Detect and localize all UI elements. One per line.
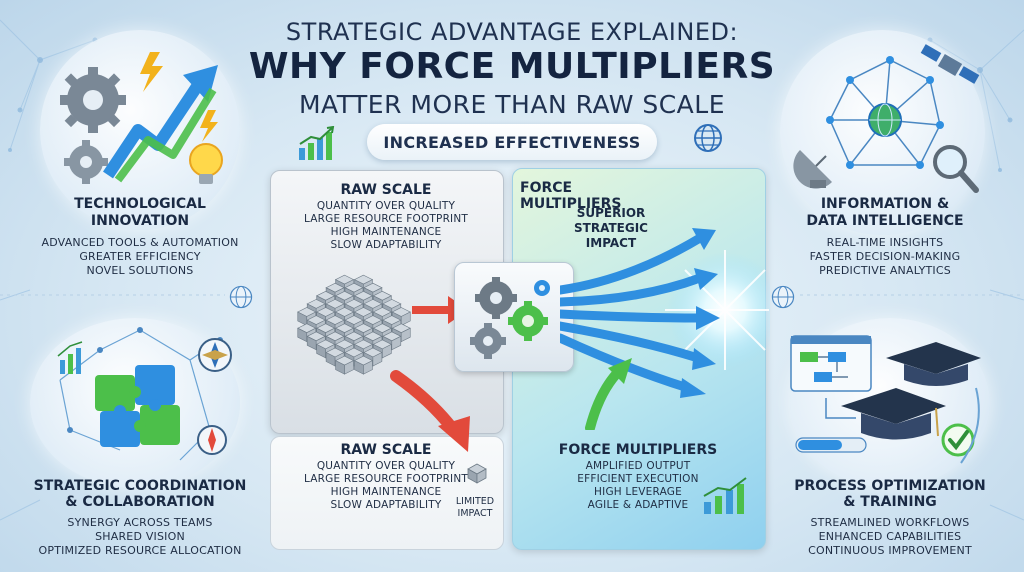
coord-title-1: STRATEGIC COORDINATION xyxy=(33,478,247,494)
raw-scale-item: HIGH MAINTENANCE xyxy=(330,486,442,498)
impact-line: STRATEGIC xyxy=(574,221,648,235)
graduation-cap-icon xyxy=(886,342,981,386)
increased-effectiveness-pill: INCREASED EFFECTIVENESS xyxy=(367,124,657,160)
force-multipliers-title: FORCE MULTIPLIERS xyxy=(520,180,622,212)
coordination-illustration xyxy=(57,327,232,461)
bar-chart-icon xyxy=(57,341,83,374)
bar-chart-icon xyxy=(299,126,335,160)
force-multipliers-item: EFFICIENT EXECUTION xyxy=(577,473,699,485)
raw-scale-item: QUANTITY OVER QUALITY xyxy=(316,460,456,472)
cube xyxy=(334,355,355,375)
title-line-2: WHY FORCE MULTIPLIERS xyxy=(248,46,776,87)
compass-icon xyxy=(198,338,232,372)
coord-title-2: & COLLABORATION xyxy=(65,494,215,510)
raw-scale-item: LARGE RESOURCE FOOTPRINT xyxy=(303,473,469,485)
limited-impact-label: LIMITED IMPACT xyxy=(440,496,510,520)
lightning-icon xyxy=(140,52,163,92)
force-multipliers-item: AGILE & ADAPTIVE xyxy=(587,499,689,511)
puzzle-icon xyxy=(95,365,180,447)
title-line-3: MATTER MORE THAN RAW SCALE xyxy=(298,90,726,119)
coord-item: SYNERGY ACROSS TEAMS xyxy=(67,516,213,529)
info-title-2: DATA INTELLIGENCE xyxy=(806,213,964,229)
globe-icon xyxy=(694,124,722,152)
lightbulb-icon xyxy=(189,143,223,184)
process-item: STREAMLINED WORKFLOWS xyxy=(810,516,970,529)
raw-scale-item: SLOW ADAPTABILITY xyxy=(330,499,442,511)
gear-icon xyxy=(470,323,506,359)
bar-chart-icon xyxy=(703,477,747,514)
info-title-1: INFORMATION & xyxy=(820,196,950,212)
amplified-arrows xyxy=(560,228,770,430)
gear-icon xyxy=(60,67,126,133)
tech-title-2: INNOVATION xyxy=(90,213,190,229)
impact-line: IMPACT xyxy=(457,508,493,519)
gear-icon xyxy=(64,140,108,184)
info-item: FASTER DECISION-MAKING xyxy=(809,250,961,263)
cube-icon xyxy=(467,463,487,484)
cube-cluster xyxy=(297,274,411,375)
raw-scale-title: RAW SCALE xyxy=(340,182,432,198)
coord-item: SHARED VISION xyxy=(95,530,185,543)
magnifier-icon xyxy=(933,145,979,193)
force-multipliers-item: AMPLIFIED OUTPUT xyxy=(585,460,691,472)
raw-scale-item: HIGH MAINTENANCE xyxy=(330,226,442,238)
lightning-icon xyxy=(200,110,218,142)
raw-scale-item: SLOW ADAPTABILITY xyxy=(330,239,442,251)
globe-icon xyxy=(771,285,795,309)
force-multipliers-title-2: FORCE MULTIPLIERS xyxy=(558,442,718,458)
gears-illustration xyxy=(470,277,550,359)
information-illustration xyxy=(793,44,980,193)
red-arrow-down xyxy=(390,370,470,452)
flowchart-icon xyxy=(790,335,872,392)
raw-scale-item: QUANTITY OVER QUALITY xyxy=(316,200,456,212)
tech-innovation-illustration xyxy=(60,52,223,184)
impact-line: IMPACT xyxy=(585,236,637,250)
limited-line: LIMITED xyxy=(455,496,495,507)
cube xyxy=(353,355,374,375)
satellite-dish-icon xyxy=(793,150,832,189)
satellite-icon xyxy=(920,44,980,84)
impact-line: SUPERIOR xyxy=(576,206,646,220)
coord-item: OPTIMIZED RESOURCE ALLOCATION xyxy=(38,544,242,557)
info-item: REAL-TIME INSIGHTS xyxy=(826,236,944,249)
superior-impact-label: SUPERIOR STRATEGIC IMPACT xyxy=(556,206,666,251)
raw-scale-title-2: RAW SCALE xyxy=(340,442,432,458)
gear-icon xyxy=(508,301,548,341)
compass-icon xyxy=(197,425,227,455)
raw-scale-lower-panel xyxy=(270,436,504,550)
globe-icon xyxy=(229,285,253,309)
globe-icon xyxy=(868,103,902,137)
process-illustration xyxy=(790,335,981,464)
graduation-cap-icon xyxy=(841,388,946,440)
gear-icon xyxy=(534,280,550,296)
tech-item: ADVANCED TOOLS & AUTOMATION xyxy=(41,236,239,249)
process-title-2: & TRAINING xyxy=(843,494,937,510)
tech-item: GREATER EFFICIENCY xyxy=(79,250,201,263)
force-multipliers-item: HIGH LEVERAGE xyxy=(594,486,682,498)
title-line-1: STRATEGIC ADVANTAGE EXPLAINED: xyxy=(285,18,739,46)
process-item: CONTINUOUS IMPROVEMENT xyxy=(808,544,972,557)
process-item: ENHANCED CAPABILITIES xyxy=(818,530,962,543)
raw-scale-item: LARGE RESOURCE FOOTPRINT xyxy=(303,213,469,225)
tech-item: NOVEL SOLUTIONS xyxy=(86,264,194,277)
tech-title-1: TECHNOLOGICAL xyxy=(74,196,206,212)
process-title-1: PROCESS OPTIMIZATION xyxy=(794,478,986,494)
gear-icon xyxy=(475,277,517,319)
info-item: PREDICTIVE ANALYTICS xyxy=(819,264,951,277)
